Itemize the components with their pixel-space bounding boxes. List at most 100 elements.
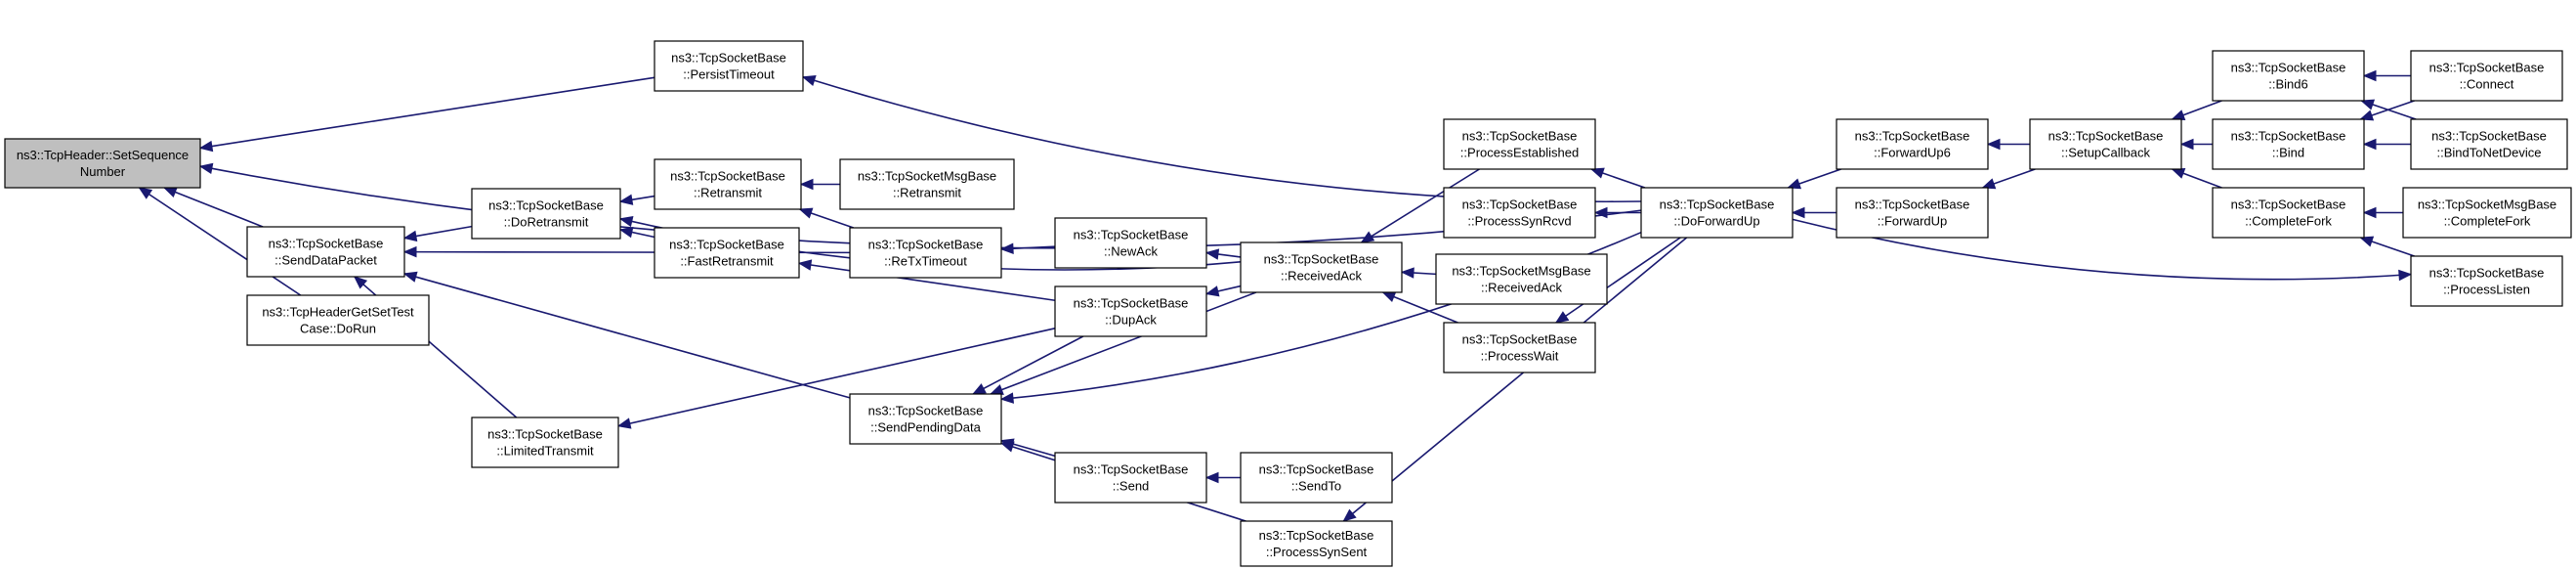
node-label-line: ::Send: [1113, 479, 1150, 494]
arrowhead-icon: [1204, 285, 1220, 297]
graph-node-msg-completefork[interactable]: ns3::TcpSocketMsgBase::CompleteFork: [2402, 187, 2572, 239]
graph-node-persisttimeout[interactable]: ns3::TcpSocketBase::PersistTimeout: [654, 40, 804, 92]
arrowhead-icon: [1593, 206, 1608, 219]
graph-node-msg-receivedack[interactable]: ns3::TcpSocketMsgBase::ReceivedAck: [1435, 253, 1608, 305]
graph-node-senddatapacket[interactable]: ns3::TcpSocketBase::SendDataPacket: [246, 226, 405, 278]
arrowhead-icon: [1381, 291, 1397, 303]
graph-node-completefork[interactable]: ns3::TcpSocketBase::CompleteFork: [2212, 187, 2365, 239]
node-label-line: ns3::TcpSocketBase: [868, 404, 984, 418]
graph-node-retransmit[interactable]: ns3::TcpSocketBase::Retransmit: [654, 158, 802, 210]
node-box: [1240, 241, 1403, 293]
node-label-line: ::NewAck: [1104, 244, 1158, 259]
edge-doforwardup-to-processwait: [1554, 237, 1681, 324]
edge-sendto-to-send: [1204, 471, 1241, 484]
node-box: [1443, 118, 1596, 170]
node-box: [1836, 187, 1989, 239]
edge-line: [1382, 291, 1458, 324]
arrowhead-icon: [1986, 138, 2001, 151]
arrowhead-icon: [2179, 138, 2194, 151]
edge-newack-to-retxtimeout: [999, 242, 1056, 254]
graph-node-connect[interactable]: ns3::TcpSocketBase::Connect: [2410, 50, 2563, 102]
node-label-line: ns3::TcpSocketBase: [1074, 296, 1189, 311]
graph-node-doforwardup[interactable]: ns3::TcpSocketBase::DoForwardUp: [1640, 187, 1794, 239]
edge-persisttimeout-to-setseq: [198, 76, 655, 153]
arrowhead-icon: [2171, 167, 2186, 179]
node-label-line: ns3::TcpSocketBase: [1259, 528, 1374, 543]
graph-node-sendpendingdata[interactable]: ns3::TcpSocketBase::SendPendingData: [849, 393, 1002, 445]
node-box: [1443, 322, 1596, 373]
graph-node-processwait[interactable]: ns3::TcpSocketBase::ProcessWait: [1443, 322, 1596, 373]
graph-node-dupack[interactable]: ns3::TcpSocketBase::DupAck: [1054, 285, 1207, 337]
edge-doforwardup-to-processsynsent: [1342, 237, 1688, 522]
edge-dupack-to-fastretransmit: [797, 259, 1056, 302]
edge-processwait-to-receivedack: [1381, 291, 1458, 324]
node-label-line: ns3::TcpSocketBase: [1660, 197, 1775, 212]
node-box: [654, 158, 802, 210]
node-label-line: ::ProcessWait: [1481, 349, 1559, 364]
node-label-line: ::ProcessEstablished: [1460, 146, 1579, 160]
node-label-line: ::Bind6: [2268, 77, 2307, 92]
edge-receivedack-to-dupack: [1204, 285, 1242, 297]
node-box: [2212, 50, 2365, 102]
node-box: [471, 417, 619, 468]
node-label-line: ::SendTo: [1291, 479, 1341, 494]
edge-msg_completefork-to-completefork: [2362, 206, 2403, 219]
arrowhead-icon: [989, 384, 1004, 395]
graph-node-fastretransmit[interactable]: ns3::TcpSocketBase::FastRetransmit: [654, 227, 800, 279]
graph-node-doretransmit[interactable]: ns3::TcpSocketBase::DoRetransmit: [471, 188, 621, 240]
edge-line: [139, 187, 302, 296]
node-label-line: Number: [80, 164, 126, 179]
node-label-line: ::BindToNetDevice: [2437, 146, 2542, 160]
node-label-line: ns3::TcpHeaderGetSetTest: [262, 305, 414, 320]
node-box: [471, 188, 621, 240]
graph-node-receivedack[interactable]: ns3::TcpSocketBase::ReceivedAck: [1240, 241, 1403, 293]
node-label-line: ns3::TcpSocketBase: [670, 169, 785, 184]
arrowhead-icon: [1981, 178, 1997, 190]
edge-doretransmit-to-senddatapacket: [402, 225, 473, 242]
graph-node-bind[interactable]: ns3::TcpSocketBase::Bind: [2212, 118, 2365, 170]
edge-fastretransmit-to-doretransmit: [618, 226, 655, 239]
graph-node-processsynrcvd[interactable]: ns3::TcpSocketBase::ProcessSynRcvd: [1443, 187, 1596, 239]
node-box: [2402, 187, 2572, 239]
graph-node-limitedtransmit[interactable]: ns3::TcpSocketBase::LimitedTransmit: [471, 417, 619, 468]
node-box: [1240, 452, 1393, 504]
node-label-line: ns3::TcpSocketMsgBase: [858, 169, 996, 184]
arrowhead-icon: [2171, 110, 2186, 121]
edge-bind-to-setupcallback: [2179, 138, 2213, 151]
node-label-line: ::FastRetransmit: [680, 254, 774, 269]
graph-node-retxtimeout[interactable]: ns3::TcpSocketBase::ReTxTimeout: [849, 227, 1002, 279]
edge-dupack-to-limitedtransmit: [616, 328, 1056, 429]
graph-node-newack[interactable]: ns3::TcpSocketBase::NewAck: [1054, 217, 1207, 269]
edge-line: [1555, 237, 1681, 324]
edge-doforwardup-to-processlisten: [1792, 218, 2413, 282]
arrowhead-icon: [2362, 69, 2377, 82]
graph-node-sendto[interactable]: ns3::TcpSocketBase::SendTo: [1240, 452, 1393, 504]
node-box: [839, 158, 1015, 210]
graph-node-processestablished[interactable]: ns3::TcpSocketBase::ProcessEstablished: [1443, 118, 1596, 170]
edge-doforwardup-to-processsynrcvd: [1593, 206, 1641, 219]
arrowhead-icon: [1554, 311, 1570, 324]
graph-node-msg-retransmit[interactable]: ns3::TcpSocketMsgBase::Retransmit: [839, 158, 1015, 210]
node-box: [1640, 187, 1794, 239]
arrowhead-icon: [2398, 269, 2413, 282]
graph-node-send[interactable]: ns3::TcpSocketBase::Send: [1054, 452, 1207, 504]
graph-node-forwardup[interactable]: ns3::TcpSocketBase::ForwardUp: [1836, 187, 1989, 239]
graph-node-processlisten[interactable]: ns3::TcpSocketBase::ProcessListen: [2410, 255, 2563, 307]
node-box: [1054, 285, 1207, 337]
graph-node-processsynsent[interactable]: ns3::TcpSocketBase::ProcessSynSent: [1240, 520, 1393, 567]
node-label-line: ::ForwardUp6: [1874, 146, 1951, 160]
arrowhead-icon: [616, 417, 632, 429]
edge-line: [163, 187, 264, 228]
arrowhead-icon: [2359, 110, 2375, 121]
edge-msg_retransmit-to-retransmit: [799, 178, 840, 191]
graph-node-forwardup6[interactable]: ns3::TcpSocketBase::ForwardUp6: [1836, 118, 1989, 170]
graph-node-setupcallback[interactable]: ns3::TcpSocketBase::SetupCallback: [2029, 118, 2182, 170]
arrowhead-icon: [618, 226, 634, 239]
node-label-line: ns3::TcpSocketBase: [1259, 462, 1374, 477]
graph-node-bind6[interactable]: ns3::TcpSocketBase::Bind6: [2212, 50, 2365, 102]
graph-node-bindtonetdevice[interactable]: ns3::TcpSocketBase::BindToNetDevice: [2410, 118, 2568, 170]
node-label-line: ns3::TcpSocketBase: [2231, 129, 2346, 144]
edge-receivedack-to-newack: [1204, 248, 1242, 260]
